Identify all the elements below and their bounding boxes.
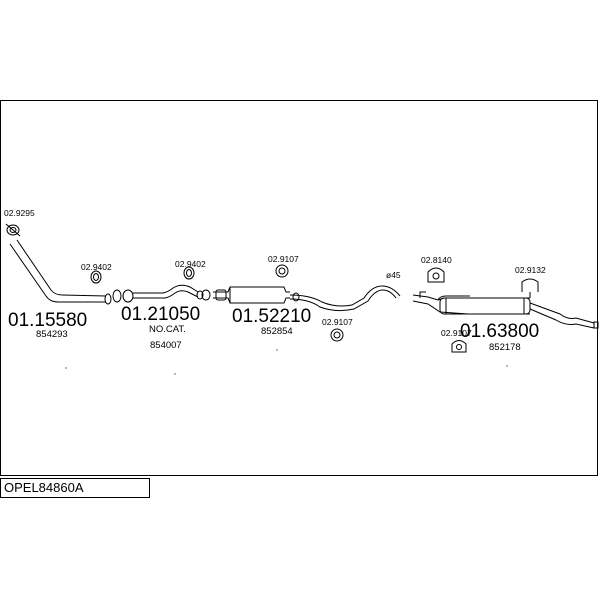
fitting-02-9107-b [330, 328, 344, 342]
centre-silencer [213, 285, 401, 312]
fitting-label: 02.9107 [268, 254, 299, 264]
intermediate-pipe [112, 284, 211, 303]
diagram-title: OPEL84860A [0, 478, 150, 498]
part-ref: 852178 [489, 342, 521, 353]
part-code: 01.15580 [8, 310, 87, 331]
pipe-diameter-label: ø45 [386, 270, 401, 280]
fitting-label: 02.9107 [322, 317, 353, 327]
fitting-02-9107-c [451, 340, 467, 353]
fitting-02-8140 [427, 267, 445, 283]
part-code: 01.21050 [121, 304, 200, 325]
fitting-label: 02.9295 [4, 208, 35, 218]
fitting-02-9107-a [275, 264, 289, 278]
fitting-label: 02.8140 [421, 255, 452, 265]
fitting-02-9132 [521, 278, 539, 298]
diagram-frame [0, 100, 598, 476]
fitting-02-9295 [5, 223, 21, 237]
front-pipe [9, 239, 112, 305]
part-code: 01.63800 [460, 321, 539, 342]
fitting-label: 02.9132 [515, 265, 546, 275]
part-note: NO.CAT. [149, 324, 186, 335]
fitting-02-9402-b [183, 266, 195, 280]
fitting-label: 02.9402 [81, 262, 112, 272]
part-ref: 852854 [261, 326, 293, 337]
rear-silencer [412, 291, 599, 329]
part-code: 01.52210 [232, 306, 311, 327]
fitting-label: 02.9107 [441, 328, 472, 338]
fitting-02-9402-a [90, 270, 102, 284]
fitting-label: 02.9402 [175, 259, 206, 269]
part-ref: 854293 [36, 329, 68, 340]
part-ref: 854007 [150, 340, 182, 351]
